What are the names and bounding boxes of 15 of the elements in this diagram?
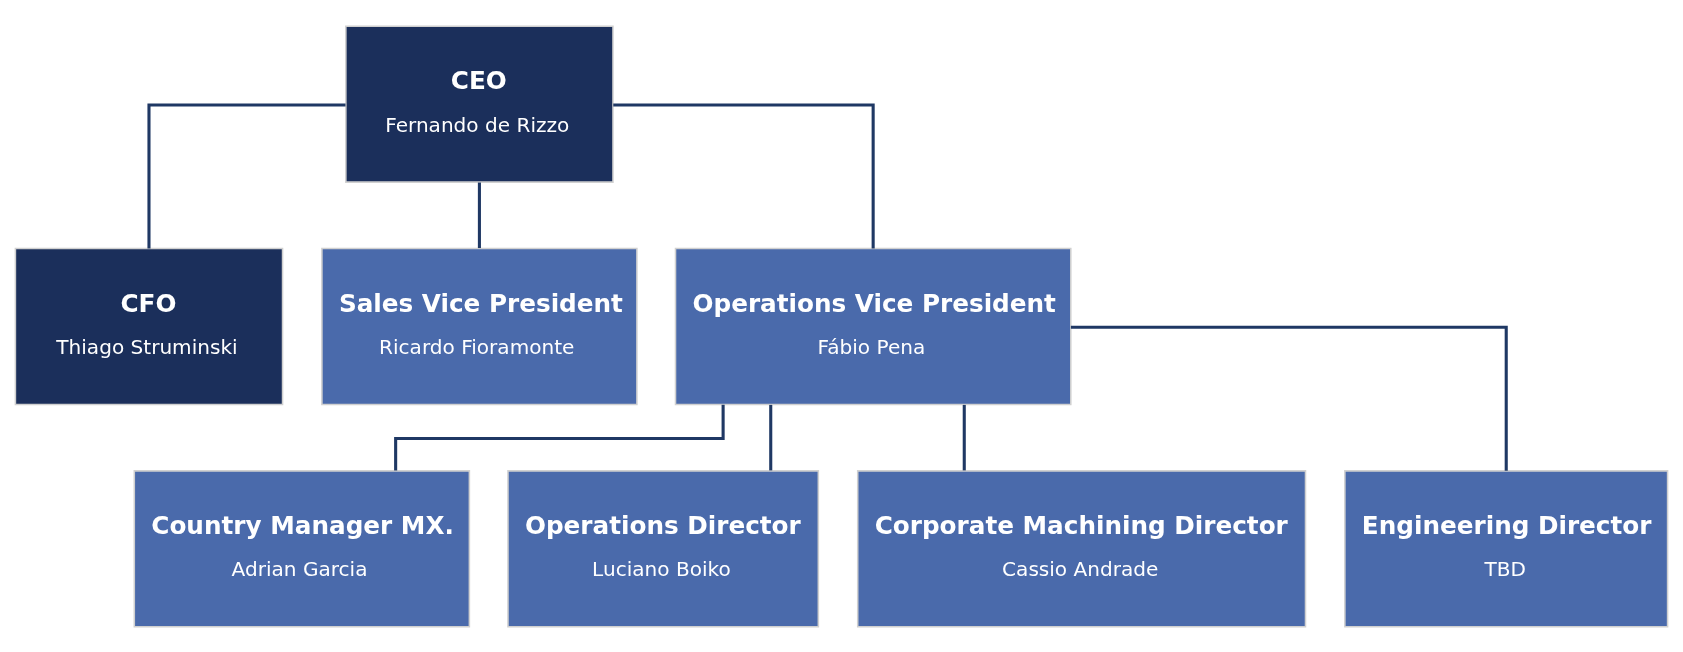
node-box: CFO Thiago Struminski: [14, 247, 284, 405]
connector: [477, 182, 481, 248]
node-box: Operations Director Luciano Boiko: [507, 469, 820, 628]
node-box: Engineering Director TBD: [1344, 469, 1669, 628]
node-box: Corporate Machining Director Cassio Andrade: [856, 469, 1307, 628]
connector: [394, 404, 725, 470]
connector: [769, 404, 773, 470]
node-box: Sales Vice President Ricardo Fioramonte: [321, 247, 638, 405]
connector: [962, 404, 966, 470]
connector: [613, 102, 875, 248]
node-box: Operations Vice President Fábio Pena: [674, 247, 1072, 405]
node-box: CEO Fernando de Rizzo: [345, 24, 614, 183]
connector: [147, 102, 346, 248]
connector: [1070, 325, 1508, 471]
node-box: Country Manager MX. Adrian Garcia: [133, 469, 471, 628]
